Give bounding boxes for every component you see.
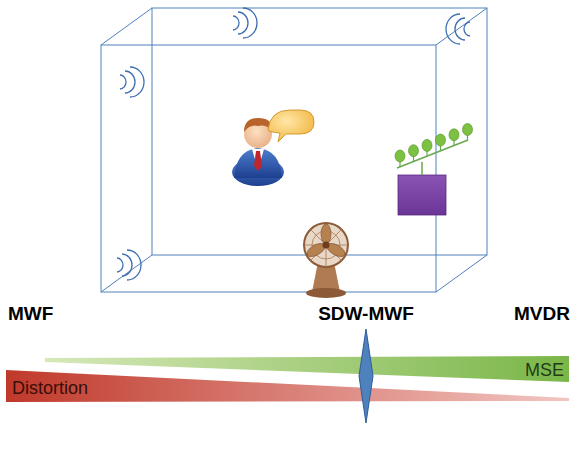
method-label: SDW-MWF <box>318 303 414 325</box>
band-label: Distortion <box>12 378 88 399</box>
method-label: MWF <box>8 303 53 325</box>
gradient-band: Distortion <box>6 368 570 404</box>
band-label: MSE <box>525 360 564 381</box>
band-shape <box>6 368 570 404</box>
method-label: MVDR <box>514 303 570 325</box>
